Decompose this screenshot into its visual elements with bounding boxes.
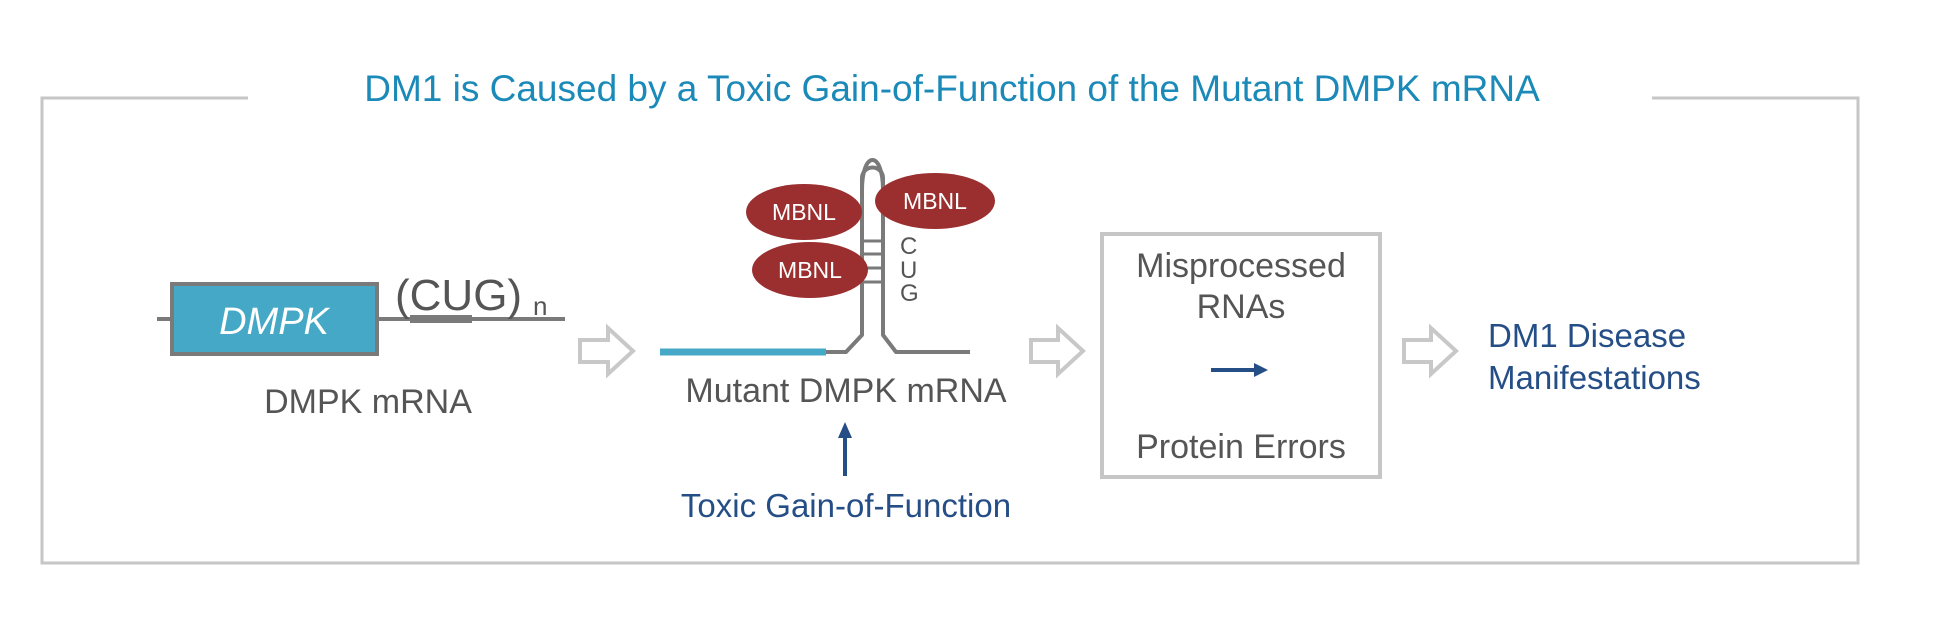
mbnl-protein: MBNL <box>752 242 868 298</box>
mbnl-protein: MBNL <box>875 173 995 229</box>
up-arrow-icon <box>838 422 852 476</box>
consequence-box-border <box>1100 232 1382 479</box>
dmpk-gene-box <box>170 282 379 356</box>
misprocessed-label: Misprocessed <box>1136 247 1346 285</box>
codon-letter-u: U <box>900 257 917 284</box>
rnas-label: RNAs <box>1197 288 1286 326</box>
outer-frame <box>40 96 1860 565</box>
cug-repeat-label: (CUG) <box>395 271 522 320</box>
hollow-right-arrow-icon <box>1029 323 1086 379</box>
stage-consequence-box: Misprocessed RNAs Protein Errors <box>1100 232 1382 479</box>
dmpk-gene-label: DMPK <box>219 301 330 343</box>
hairpin-loop <box>860 158 885 191</box>
manifestations-label: Manifestations <box>1488 359 1701 396</box>
dm1-disease-label: DM1 Disease <box>1488 317 1686 354</box>
stage-mutant-mrna: C U G MBNL MBNL MBNL Mutant DMPK mRNA To… <box>660 158 1011 524</box>
diagram-title: DM1 is Caused by a Toxic Gain-of-Functio… <box>364 68 1540 109</box>
stage-normal-mrna: DMPK (CUG) n DMPK mRNA <box>157 271 565 421</box>
hollow-right-arrow-icon <box>1402 323 1459 379</box>
hollow-right-arrow-icon <box>578 323 636 379</box>
mbnl-protein: MBNL <box>746 184 862 240</box>
frame-left-segment <box>40 96 1860 565</box>
toxic-gain-of-function-label: Toxic Gain-of-Function <box>681 487 1011 524</box>
stage-outcome: DM1 Disease Manifestations <box>1488 317 1701 396</box>
right-arrow-icon <box>1211 363 1268 377</box>
mbnl-label: MBNL <box>778 257 842 283</box>
repeat-subscript: n <box>533 291 547 321</box>
dmpk-mrna-caption: DMPK mRNA <box>264 383 472 421</box>
cug-repeat-segment <box>410 315 472 323</box>
protein-errors-label: Protein Errors <box>1136 428 1346 466</box>
mbnl-label: MBNL <box>772 199 836 225</box>
base-pair-rungs <box>862 239 883 284</box>
mbnl-label: MBNL <box>903 188 967 214</box>
codon-letter-g: G <box>900 280 919 307</box>
codon-letter-c: C <box>900 233 917 260</box>
mutant-mrna-caption: Mutant DMPK mRNA <box>685 372 1006 410</box>
